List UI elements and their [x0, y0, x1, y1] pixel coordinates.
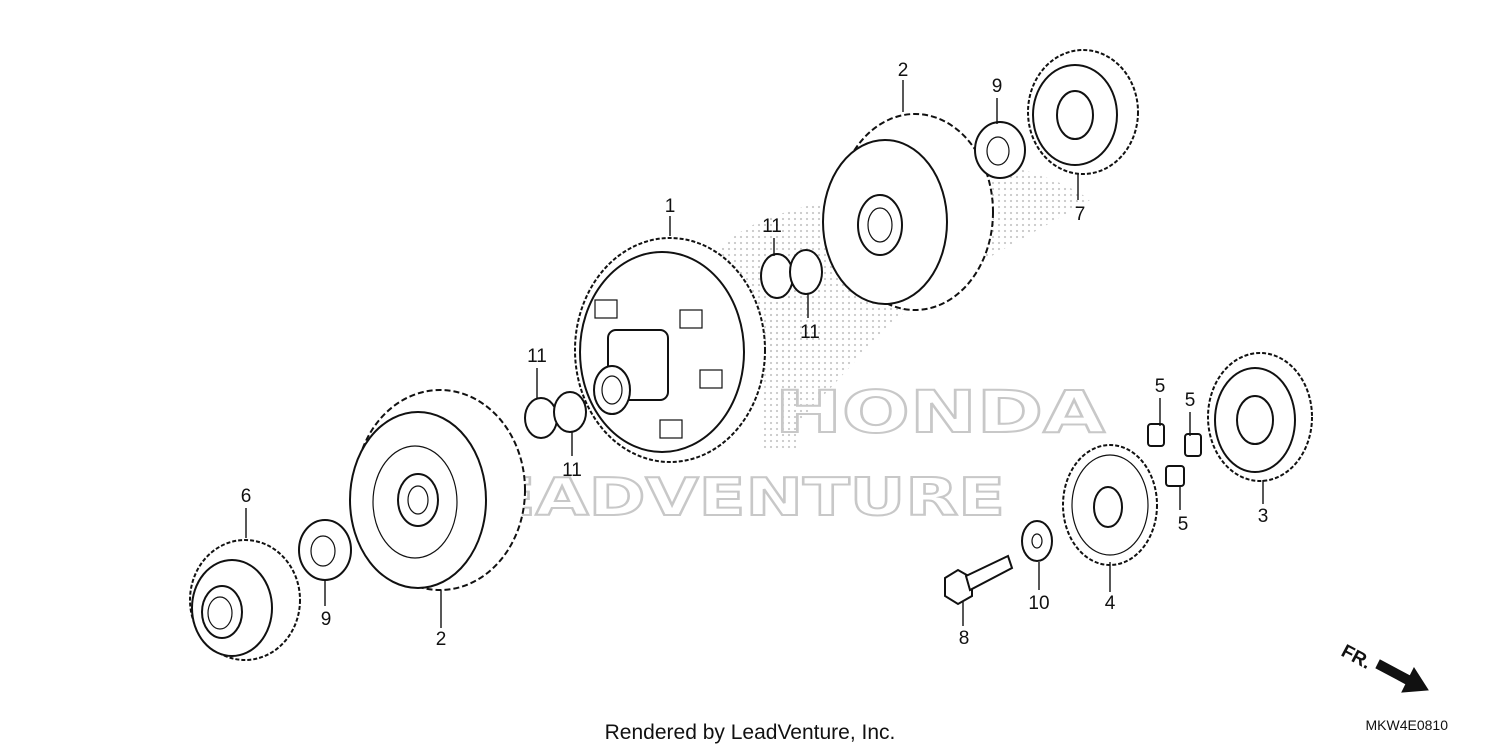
callout-7: 7 [1075, 204, 1086, 225]
gear-part-7 [1027, 49, 1139, 175]
diagram-code: MKW4E0810 [1366, 717, 1449, 733]
callout-9-top: 9 [992, 76, 1003, 97]
bolt-part-8 [944, 554, 1014, 606]
front-direction-indicator: FR. [1338, 641, 1429, 693]
front-label: FR. [1338, 641, 1375, 674]
callout-2-top: 2 [898, 60, 909, 81]
clutch-outer-part-2-right [822, 113, 994, 311]
callout-10: 10 [1028, 593, 1049, 614]
washer-part-10 [1021, 520, 1053, 562]
o-rings-part-11-right [760, 249, 823, 299]
callout-4: 4 [1105, 593, 1116, 614]
o-rings-part-11-left [524, 391, 587, 439]
springs-part-5 [1147, 423, 1202, 487]
callout-9-bottom: 9 [321, 609, 332, 630]
callout-5-top-right: 5 [1185, 390, 1196, 411]
callout-1: 1 [665, 196, 676, 217]
render-credit: Rendered by LeadVenture, Inc. [605, 721, 896, 744]
honda-watermark: HONDA [775, 378, 1105, 446]
callout-11-left-top: 11 [527, 346, 547, 367]
callout-5-bottom: 5 [1178, 514, 1189, 535]
callout-3: 3 [1258, 506, 1269, 527]
gear-plate-part-4 [1062, 444, 1158, 566]
gear-part-6 [189, 539, 301, 661]
leadventure-watermark: LEADVENTURE [445, 468, 1005, 528]
callout-11-right-bottom: 11 [800, 322, 820, 343]
front-arrow-icon [1375, 659, 1429, 693]
clutch-outer-part-2-left [349, 389, 526, 591]
callout-5-top-left: 5 [1155, 376, 1166, 397]
gear-part-3 [1207, 352, 1313, 482]
callout-11-right-top: 11 [762, 216, 782, 237]
callout-8: 8 [959, 628, 970, 649]
callout-6: 6 [241, 486, 252, 507]
callout-11-left-bottom: 11 [562, 460, 582, 481]
washer-part-9-left [298, 519, 352, 581]
leader-lines [245, 80, 1264, 628]
callout-2-bottom: 2 [436, 629, 447, 650]
primary-gear-part-1 [574, 237, 766, 463]
washer-part-9-right [974, 121, 1026, 179]
